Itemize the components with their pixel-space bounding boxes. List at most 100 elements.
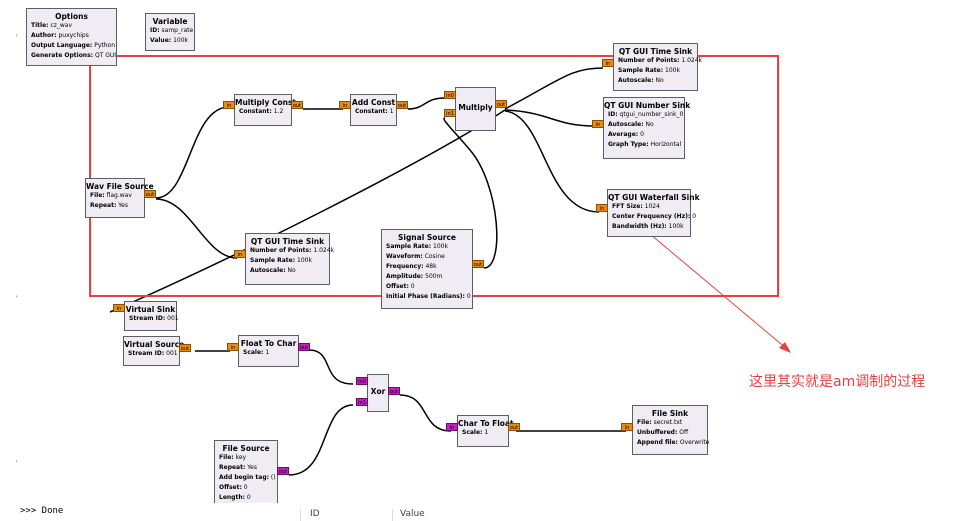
block-param: Add begin tag: () xyxy=(219,474,276,481)
block-param: Graph Type: Horizontal xyxy=(608,141,682,148)
block-title: Variable xyxy=(152,17,188,26)
wire-sigsrc-to-multiply xyxy=(443,117,498,269)
block-title: QT GUI Number Sink xyxy=(604,101,691,110)
block-param: Autoscale: No xyxy=(618,77,664,84)
block-title: Float To Char xyxy=(240,339,297,348)
block-param: Repeat: Yes xyxy=(90,202,128,209)
input-port[interactable]: in xyxy=(227,343,239,351)
block-param: Unbuffered: Off xyxy=(637,429,689,436)
block-param: File: flag.wav xyxy=(90,192,132,199)
annotation-text: 这里其实就是am调制的过程 xyxy=(749,374,926,390)
output-port[interactable]: out xyxy=(298,343,310,351)
input-port[interactable]: in xyxy=(621,423,633,431)
block-param: Stream ID: 001 xyxy=(128,350,178,357)
left-edge-mark: ' xyxy=(16,460,18,467)
block-param: Output Language: Python xyxy=(31,42,116,49)
input-port[interactable]: in xyxy=(234,250,246,258)
block-title: Add Const xyxy=(351,98,396,107)
block-param: Length: 0 xyxy=(219,494,251,501)
block-param: FFT Size: 1024 xyxy=(612,203,660,210)
block-param: Scale: 1 xyxy=(243,349,270,356)
block-title: Multiply xyxy=(458,103,493,112)
input-port[interactable]: in xyxy=(223,101,235,109)
block-title: Signal Source xyxy=(397,233,457,242)
input-port[interactable]: in xyxy=(113,304,125,312)
block-param: Number of Points: 1.024k xyxy=(618,57,703,64)
output-port[interactable]: out xyxy=(388,387,400,395)
input-port[interactable]: in0 xyxy=(444,91,456,99)
column-header-value[interactable]: Value xyxy=(400,509,425,519)
block-param: Sample Rate: 100k xyxy=(250,257,312,264)
block-param: Number of Points: 1.024k xyxy=(250,247,335,254)
output-port[interactable]: out xyxy=(291,101,303,109)
block-param: Repeat: Yes xyxy=(219,464,257,471)
block-param: Scale: 1 xyxy=(462,429,489,436)
block-param: Bandwidth (Hz): 100k xyxy=(612,223,684,230)
block-param: Offset: 0 xyxy=(219,484,248,491)
output-port[interactable]: out xyxy=(495,100,507,108)
input-port[interactable]: in xyxy=(339,101,351,109)
column-separator xyxy=(300,509,301,521)
input-port[interactable]: in xyxy=(602,59,614,67)
block-title: QT GUI Time Sink xyxy=(250,237,325,246)
input-port[interactable]: in0 xyxy=(356,377,368,385)
wire-multiply-to-waterfall xyxy=(504,110,600,213)
left-edge-mark: ' xyxy=(16,34,18,41)
annotation-arrow xyxy=(649,233,788,350)
block-xor[interactable]: Xor xyxy=(367,374,389,412)
output-port[interactable]: out xyxy=(277,467,289,475)
output-port[interactable]: out xyxy=(396,101,408,109)
block-title: Char To Float xyxy=(458,419,514,428)
wire-filesrc-to-xor xyxy=(288,404,354,476)
block-param: Autoscale: No xyxy=(608,121,654,128)
wire-multiply-to-virtualsink xyxy=(109,109,506,313)
output-port[interactable]: out xyxy=(179,344,191,352)
block-param: Generate Options: QT GUI xyxy=(31,52,117,59)
block-title: Options xyxy=(55,12,88,21)
annotation-arrowhead xyxy=(779,342,791,353)
wire-xor-to-c2f xyxy=(399,394,452,432)
block-param: Center Frequency (Hz): 0 xyxy=(612,213,697,220)
input-port[interactable]: in1 xyxy=(444,109,456,117)
block-param: ID: qtgui_number_sink_0 xyxy=(608,111,684,118)
block-param: File: key xyxy=(219,454,247,461)
console-output: >>> Done xyxy=(20,506,64,516)
block-multiply[interactable]: Multiply xyxy=(455,87,496,131)
input-port[interactable]: in xyxy=(596,204,608,212)
wire-multiply-to-numbersink xyxy=(504,109,595,127)
block-param: Amplitude: 500m xyxy=(386,273,443,280)
block-title: File Sink xyxy=(651,409,689,418)
block-param: Stream ID: 001 xyxy=(129,315,179,322)
wire-wav-to-multconst xyxy=(155,106,230,199)
wire-addconst-to-multiply xyxy=(407,97,445,110)
output-port[interactable]: out xyxy=(508,423,520,431)
left-edge-mark: ' xyxy=(16,295,18,302)
block-title: QT GUI Waterfall Sink xyxy=(608,193,700,202)
input-port[interactable]: in1 xyxy=(356,398,368,406)
input-port[interactable]: in xyxy=(446,423,458,431)
column-header-id[interactable]: ID xyxy=(310,509,320,519)
block-param: Frequency: 48k xyxy=(386,263,437,270)
input-port[interactable]: in xyxy=(592,120,604,128)
output-port[interactable]: out xyxy=(472,260,484,268)
output-port[interactable]: out xyxy=(144,190,156,198)
block-param: Author: puxychips xyxy=(31,32,89,39)
